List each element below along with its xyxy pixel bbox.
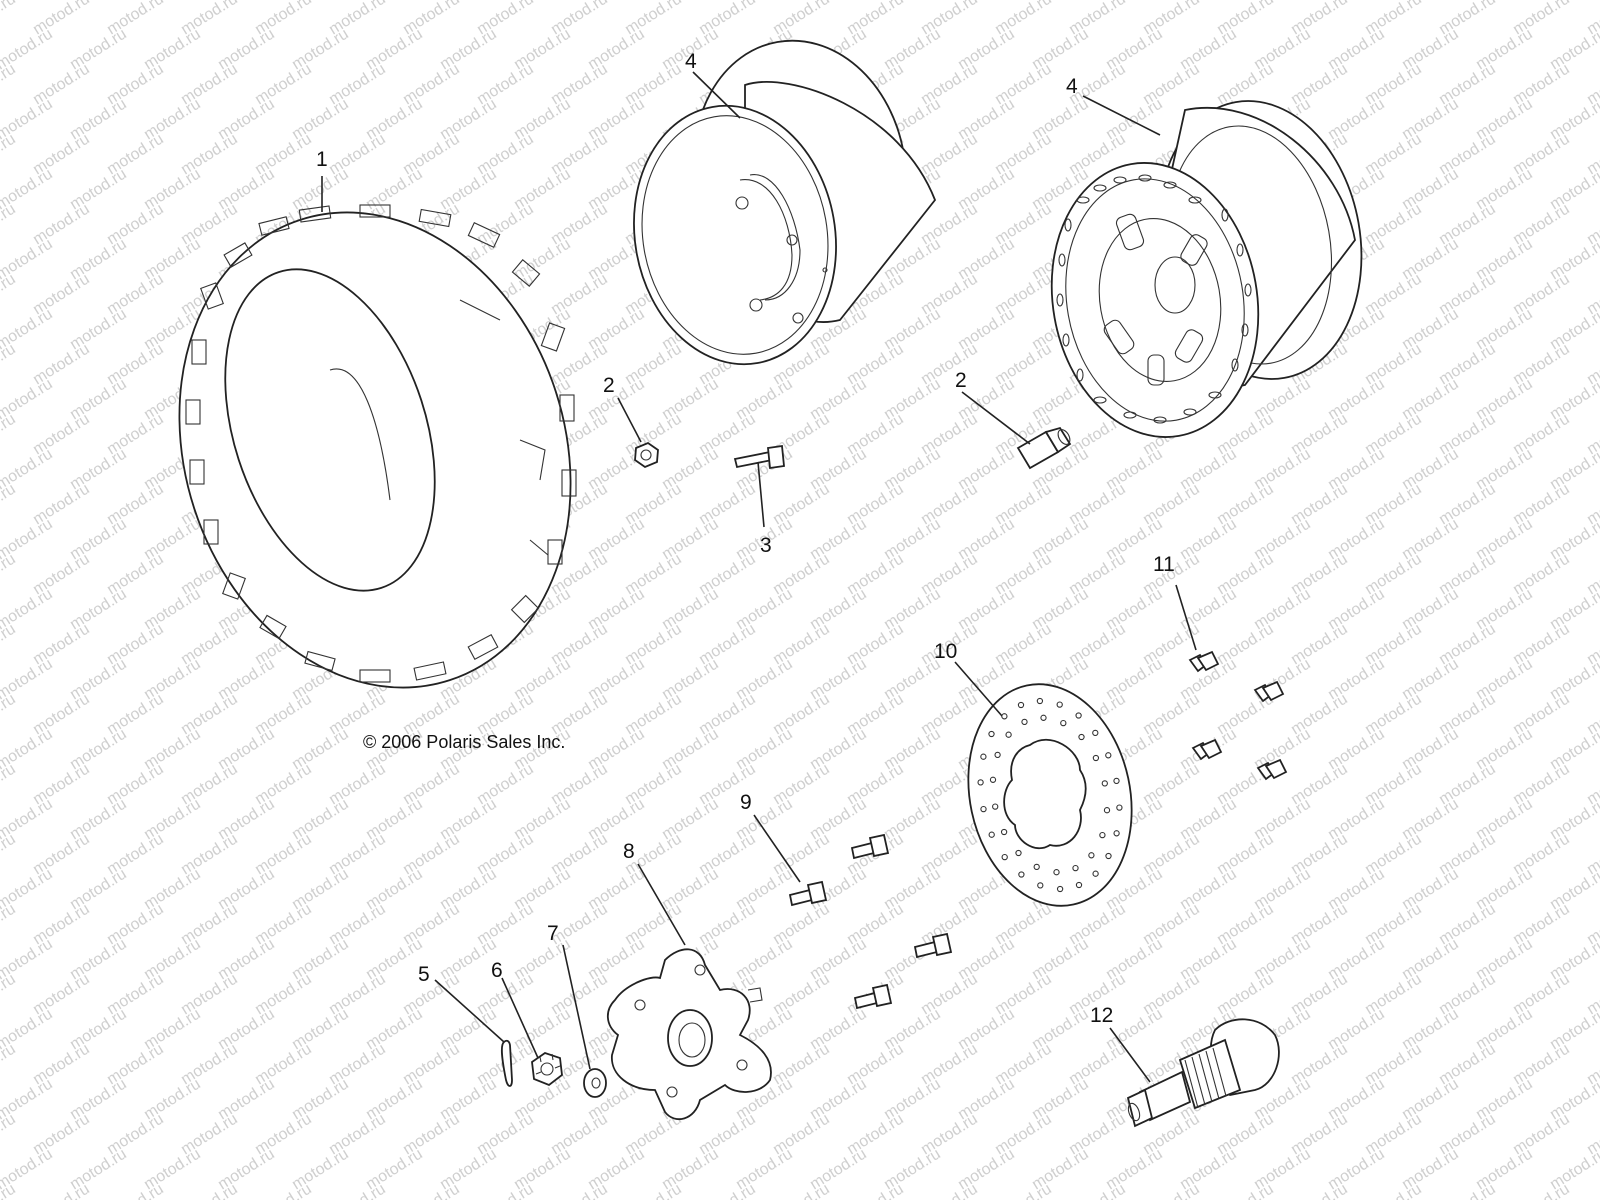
disc-hole	[1017, 701, 1025, 709]
disc-hole	[1088, 852, 1095, 859]
disc-hole	[977, 779, 984, 786]
disc-hole	[1116, 804, 1123, 811]
disc-hole	[1056, 885, 1064, 893]
disc-hole	[1060, 719, 1067, 727]
disc-hole	[1033, 863, 1040, 871]
disc-hole	[1103, 807, 1111, 814]
wheel-stud-icon	[788, 833, 953, 1010]
disc-hole	[988, 730, 995, 738]
disc-hole	[1078, 733, 1085, 741]
callout-label: 3	[760, 534, 772, 557]
disc-hole	[992, 803, 999, 810]
callout-label: 5	[418, 963, 430, 986]
disc-hole	[1040, 714, 1047, 721]
steel-wheel-icon	[633, 39, 937, 366]
washer-icon	[583, 1068, 607, 1098]
callout-numbers: 1 2 2 3 4 4 5 6 7 8 9 10 11 12	[316, 50, 1175, 1027]
disc-hole	[1037, 882, 1044, 889]
castle-nut-icon	[531, 1052, 563, 1087]
callout-label: 8	[623, 840, 635, 863]
disc-hole	[1001, 713, 1008, 720]
disc-hole	[1036, 697, 1044, 705]
callout-label: 4	[685, 50, 697, 73]
tire-icon	[178, 204, 577, 689]
callout-label: 6	[491, 959, 503, 982]
disc-hole	[980, 753, 987, 760]
disc-hole	[1105, 752, 1112, 759]
disc-hole	[1005, 731, 1012, 738]
disc-hole	[988, 831, 995, 838]
hub-icon	[606, 948, 772, 1121]
disc-hole	[1101, 780, 1108, 787]
disc-hole	[1021, 718, 1028, 726]
callout-label: 4	[1066, 75, 1078, 98]
disc-hole	[1092, 729, 1099, 737]
disc-hole	[1092, 870, 1099, 877]
callout-label: 11	[1153, 553, 1175, 576]
brake-disc-icon	[967, 683, 1133, 907]
nut-icon	[634, 441, 659, 469]
callout-label: 1	[316, 148, 328, 171]
disc-hole	[1092, 754, 1100, 762]
bolt-icon	[1188, 650, 1288, 781]
disc-hole	[1113, 830, 1120, 837]
disc-hole	[1015, 849, 1022, 857]
callout-label: 2	[603, 374, 615, 397]
disc-hole	[1056, 701, 1063, 708]
callout-label: 9	[740, 791, 752, 814]
disc-hole	[994, 751, 1001, 759]
disc-hole	[1053, 869, 1060, 876]
disc-hole	[980, 805, 987, 813]
disc-hole	[1075, 712, 1082, 719]
lug-nut-icon	[1016, 426, 1072, 470]
disc-hole	[1113, 777, 1120, 785]
callout-label: 12	[1090, 1004, 1113, 1027]
disc-hole	[1000, 828, 1008, 836]
disc-hole	[1075, 881, 1083, 889]
disc-hole	[1099, 831, 1106, 839]
disc-hole	[1018, 871, 1025, 878]
spindle-shaft-icon	[1126, 1018, 1280, 1128]
disc-hole	[1105, 852, 1112, 860]
callout-label: 7	[547, 922, 559, 945]
leader-lines	[321, 71, 1197, 1083]
valve-stem-icon	[733, 444, 785, 470]
disc-hole	[1001, 853, 1008, 861]
copyright-notice: © 2006 Polaris Sales Inc.	[363, 732, 565, 752]
disc-hole	[1072, 864, 1079, 872]
cast-wheel-icon	[1050, 100, 1363, 438]
cotter-pin-icon	[500, 1039, 513, 1087]
callout-label: 2	[955, 369, 967, 392]
disc-hole	[989, 776, 997, 783]
callout-label: 10	[934, 640, 957, 663]
